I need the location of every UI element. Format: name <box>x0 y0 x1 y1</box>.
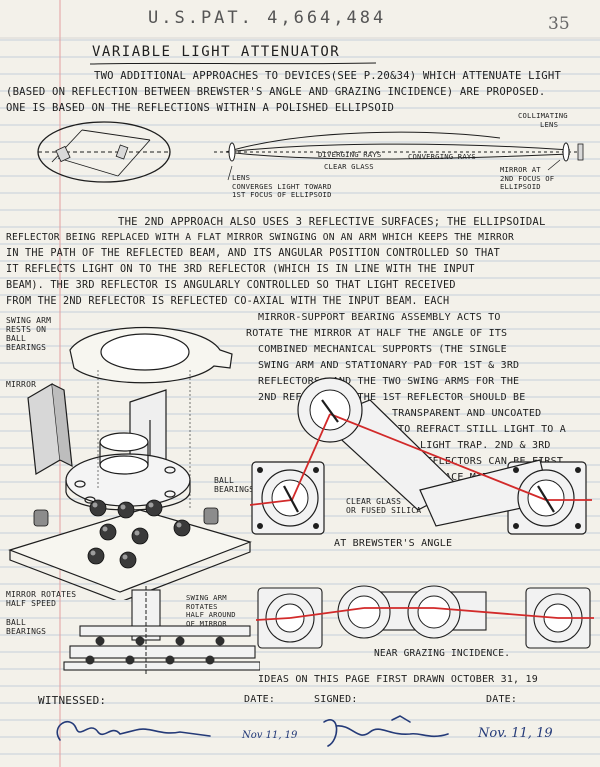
date-label-1: DATE: <box>244 694 276 705</box>
brewster-angle-diagram <box>250 377 592 535</box>
mirror-mount-exploded-drawing <box>8 326 252 600</box>
bearing-side-view <box>63 586 260 676</box>
ball-bearings-label: BALL BEARINGS <box>214 476 255 494</box>
right-line-10: REFLECTORS CAN BE FIRST <box>420 456 564 467</box>
right-line-8: TO REFRACT STILL LIGHT TO A <box>398 424 566 435</box>
date-label-2: DATE: <box>486 694 518 705</box>
title-underline <box>89 62 377 65</box>
body-line-4: IT REFLECTS LIGHT ON TO THE 3RD REFLECTO… <box>6 264 475 275</box>
right-line-2: ROTATE THE MIRROR AT HALF THE ANGLE OF I… <box>246 328 508 339</box>
signed-label: SIGNED: <box>314 694 358 705</box>
mirror-focus-label: MIRROR AT 2ND FOCUS OF ELLIPSOID <box>500 165 555 191</box>
ideas-first-drawn: IDEAS ON THIS PAGE FIRST DRAWN OCTOBER 3… <box>258 674 538 685</box>
collimating-label: COLLIMATING <box>518 111 568 120</box>
body-line-2: REFLECTOR BEING REPLACED WITH A FLAT MIR… <box>6 232 514 243</box>
clear-glass-fused-silica-label: CLEAR GLASS OR FUSED SILICA <box>346 497 422 515</box>
ellipsoid-diagram <box>37 121 584 183</box>
signatures <box>56 715 449 747</box>
swing-arm-label: SWING ARM RESTS ON BALL BEARINGS <box>6 316 52 352</box>
right-line-6: 2ND REFLECTOR). THE 1ST REFLECTOR SHOULD… <box>258 392 526 403</box>
right-line-1: MIRROR-SUPPORT BEARING ASSEMBLY ACTS TO <box>258 312 501 323</box>
lens-label: LENS <box>540 120 559 129</box>
page-number: 35 <box>548 14 570 34</box>
intro-line-3: ONE IS BASED ON THE REFLECTIONS WITHIN A… <box>6 102 395 114</box>
right-line-4: SWING ARM AND STATIONARY PAD FOR 1ST & 3… <box>258 360 520 371</box>
right-line-5: REFLECTORS, AND THE TWO SWING ARMS FOR T… <box>258 376 520 387</box>
ball-bearings-bottom-label: BALL BEARINGS <box>6 618 47 636</box>
grazing-incidence-diagram <box>256 585 594 649</box>
body-line-3: IN THE PATH OF THE REFLECTED BEAM, AND I… <box>6 248 501 259</box>
page-title: VARIABLE LIGHT ATTENUATOR <box>92 44 341 60</box>
witnessed-label: WITNESSED: <box>38 694 107 707</box>
lens-converges-label: LENS CONVERGES LIGHT TOWARD 1ST FOCUS OF… <box>232 173 332 199</box>
body-line-1: THE 2ND APPROACH ALSO USES 3 REFLECTIVE … <box>118 216 546 228</box>
witness-date: Nov 11, 19 <box>242 730 298 741</box>
brewster-angle-label: AT BREWSTER'S ANGLE <box>334 538 453 549</box>
intro-line-1: TWO ADDITIONAL APPROACHES TO DEVICES(SEE… <box>94 70 562 82</box>
mirror-rotates-label: MIRROR ROTATES HALF SPEED <box>6 590 77 608</box>
clear-glass-label: CLEAR GLASS <box>324 162 374 171</box>
right-line-3: COMBINED MECHANICAL SUPPORTS (THE SINGLE <box>258 344 507 355</box>
body-line-6: FROM THE 2ND REFLECTOR IS REFLECTED CO-A… <box>6 296 450 307</box>
right-line-9: LIGHT TRAP. 2ND & 3RD <box>420 440 551 451</box>
converging-rays-label: CONVERGING RAYS <box>408 152 476 161</box>
patent-number: U.S.PAT. 4,664,484 <box>148 8 387 28</box>
intro-line-2: (BASED ON REFLECTION BETWEEN BREWSTER'S … <box>6 86 546 98</box>
diverging-rays-label: DIVERGING RAYS <box>318 150 382 159</box>
right-line-7: TRANSPARENT AND UNCOATED <box>392 408 542 419</box>
body-line-5: BEAM). THE 3RD REFLECTOR IS ANGULARLY CO… <box>6 280 456 291</box>
signed-date: Nov. 11, 19 <box>478 726 553 741</box>
swing-arm-rotates-label: SWING ARM ROTATES HALF AROUND OF MIRROR <box>186 593 236 628</box>
grazing-incidence-label: NEAR GRAZING INCIDENCE. <box>374 648 511 659</box>
mirror-label: MIRROR <box>6 380 37 389</box>
